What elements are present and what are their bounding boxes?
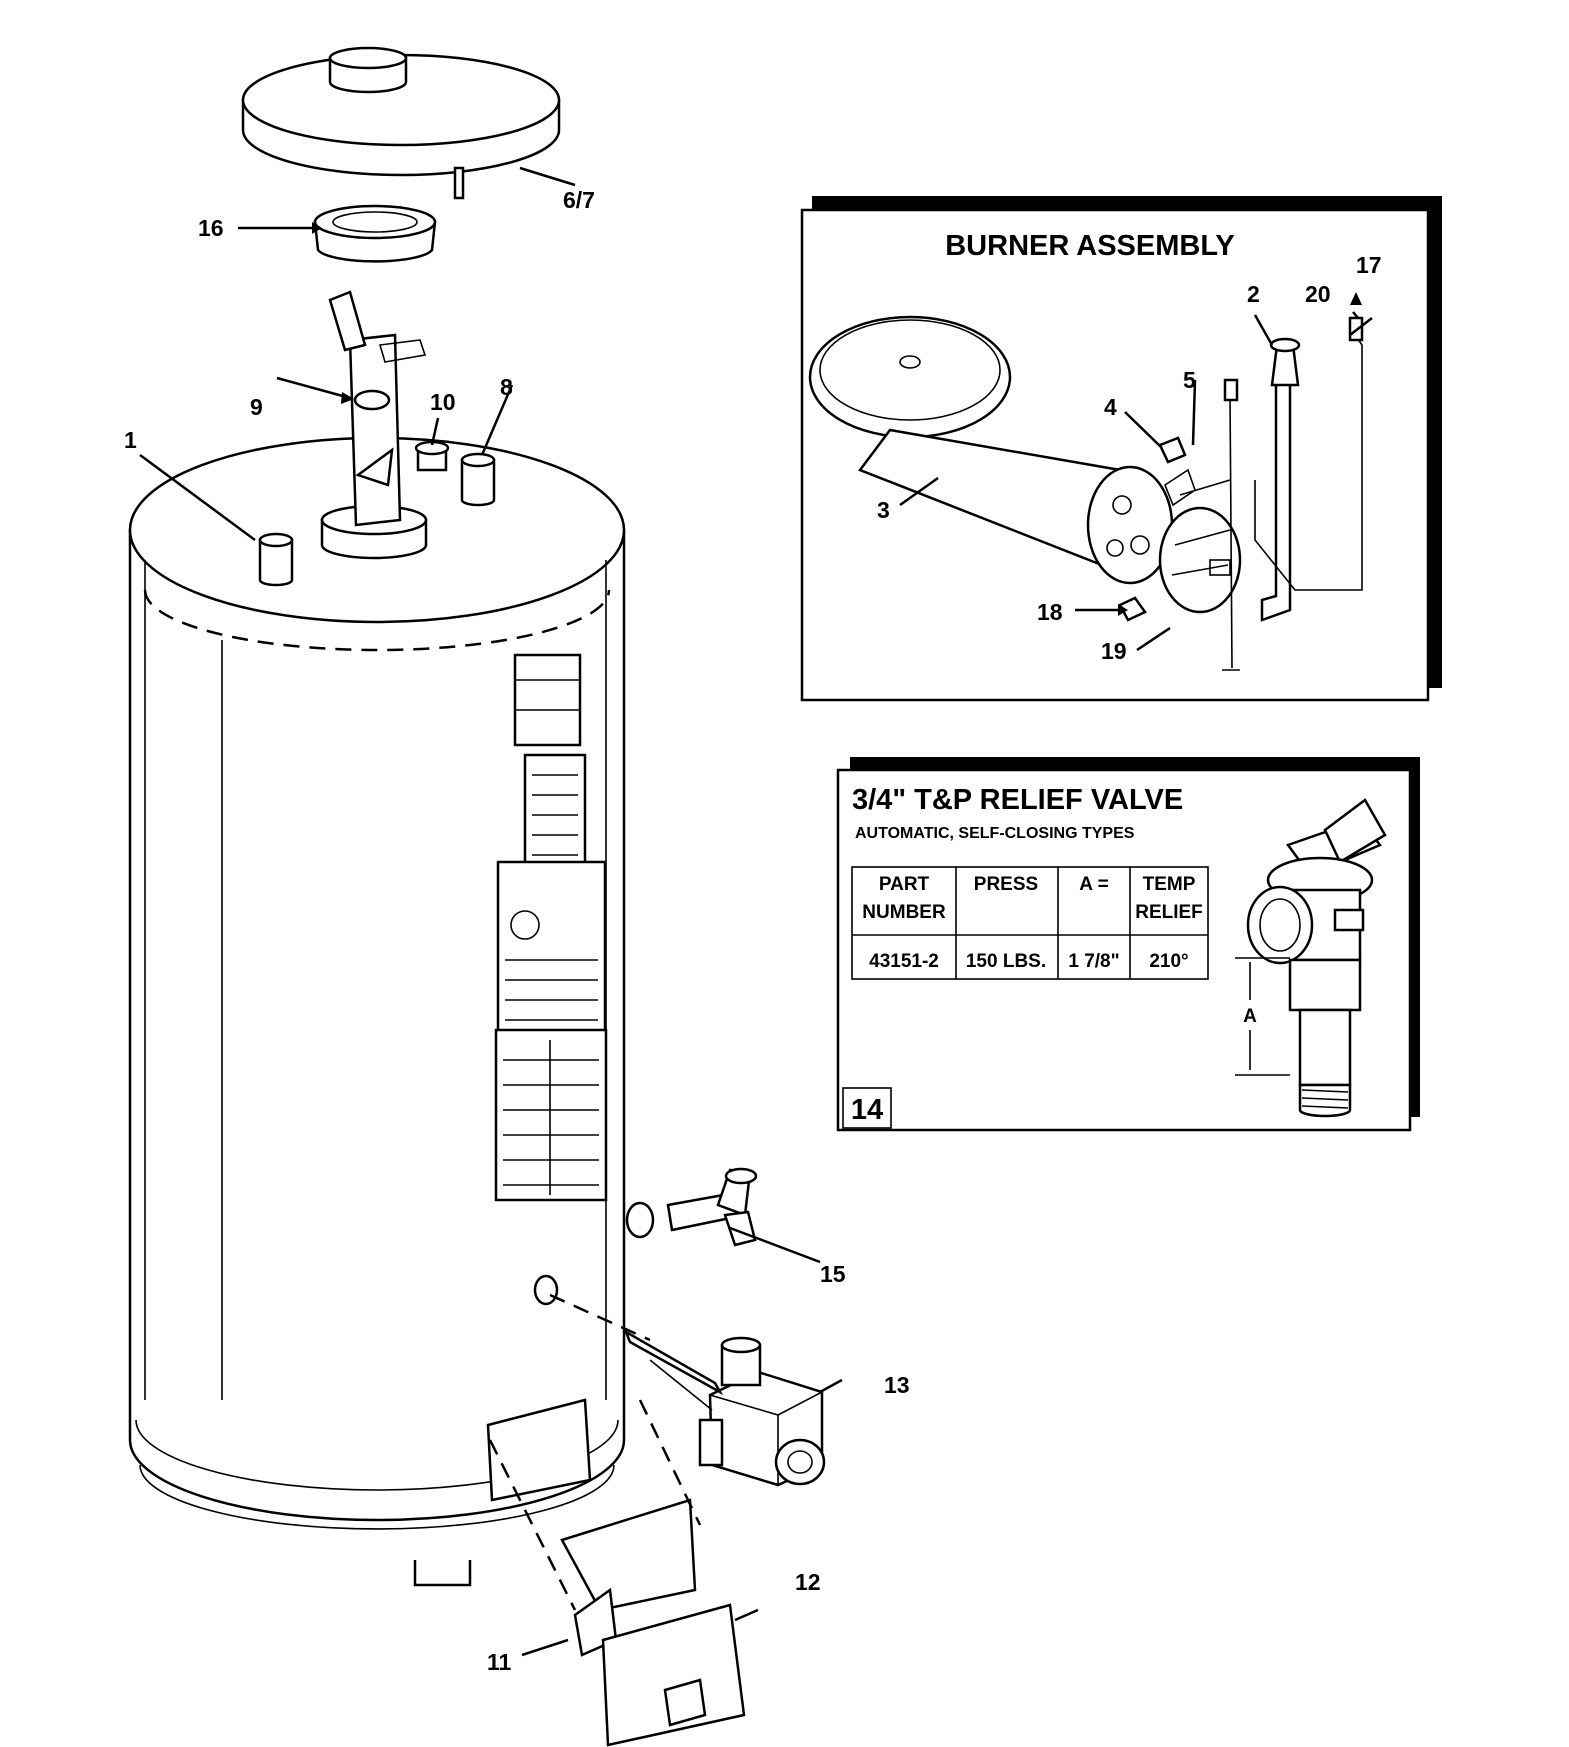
- callout-3: 3: [877, 497, 890, 523]
- top-cover-part-6-7: [241, 46, 561, 200]
- leader-arrows-main: [312, 222, 354, 404]
- burner-ring-part-19: [1158, 506, 1242, 614]
- cell-part-number: 43151-2: [869, 951, 939, 972]
- leader-lines-main: [139, 166, 843, 1657]
- thermocouple-part-20: [1254, 316, 1364, 591]
- anode-part-10: [414, 440, 450, 472]
- leader-lines-burner: [899, 311, 1373, 652]
- dimension-a: A: [1235, 957, 1290, 1076]
- header-temp: TEMP: [1143, 874, 1196, 895]
- header-part: PART: [879, 874, 930, 895]
- cell-a: 1 7/8": [1068, 951, 1119, 972]
- tank-labels: [494, 653, 608, 1202]
- drain-valve-part-15: [625, 1167, 758, 1247]
- item-number-14: 14: [851, 1094, 883, 1126]
- pilot-line: [1222, 394, 1240, 671]
- relief-valve-subtitle: AUTOMATIC, SELF-CLOSING TYPES: [855, 825, 1135, 842]
- combustion-access-opening: [486, 1398, 592, 1502]
- callout-13: 13: [884, 1372, 910, 1398]
- outer-door-part-12: [601, 1603, 746, 1747]
- arrow-18: [1118, 604, 1128, 616]
- header-number: NUMBER: [862, 902, 946, 923]
- callout-10: 10: [430, 389, 456, 415]
- cell-press: 150 LBS.: [966, 951, 1046, 972]
- flue-collar-part-16: [313, 204, 437, 263]
- burner-part-3: [808, 315, 1174, 585]
- flue-part-9: [320, 290, 428, 560]
- callout-19: 19: [1101, 638, 1127, 664]
- header-a: A =: [1079, 874, 1108, 895]
- burner-assembly-panel: BURNER ASSEMBLY: [800, 196, 1442, 702]
- callout-4: 4: [1104, 394, 1117, 420]
- burner-assembly-title: BURNER ASSEMBLY: [945, 230, 1235, 262]
- pilot-fitting: [1223, 378, 1239, 402]
- gas-control-valve-part-13: [623, 1329, 826, 1487]
- callout-5: 5: [1183, 367, 1196, 393]
- callout-11: 11: [487, 1649, 512, 1675]
- callout-18: 18: [1037, 599, 1063, 625]
- callout-16: 16: [198, 215, 224, 241]
- callout-9: 9: [250, 394, 263, 420]
- callout-15: 15: [820, 1261, 846, 1287]
- callout-20: 20: [1305, 281, 1331, 307]
- arrow-17: [1350, 292, 1362, 305]
- callout-2: 2: [1247, 281, 1260, 307]
- relief-valve-drawing: [1246, 798, 1387, 1118]
- relief-valve-table: PART NUMBER PRESS A = TEMP RELIEF 43151-…: [851, 866, 1209, 980]
- relief-valve-panel: 3/4" T&P RELIEF VALVE AUTOMATIC, SELF-CL…: [836, 757, 1420, 1132]
- callout-6-7: 6/7: [563, 187, 595, 213]
- header-press: PRESS: [974, 874, 1038, 895]
- pilot-assembly-part-4: [1158, 436, 1187, 464]
- header-relief: RELIEF: [1135, 902, 1203, 923]
- pilot-tube-part-2: [1260, 337, 1301, 622]
- dimension-a-label: A: [1243, 1006, 1257, 1027]
- relief-valve-title: 3/4" T&P RELIEF VALVE: [852, 784, 1183, 816]
- callout-8: 8: [500, 374, 513, 400]
- cell-temp: 210°: [1149, 951, 1188, 972]
- gas-valve-port: [533, 1274, 559, 1306]
- callout-1: 1: [124, 427, 137, 453]
- orifice-part-18: [1118, 596, 1147, 622]
- callout-17: 17: [1356, 252, 1382, 278]
- burner-bracket-part-5: [1164, 468, 1231, 507]
- fitting-part-8: [460, 452, 496, 507]
- callout-12: 12: [795, 1569, 821, 1595]
- door-guide-lines: [488, 1293, 702, 1611]
- fitting-part-1: [258, 532, 294, 587]
